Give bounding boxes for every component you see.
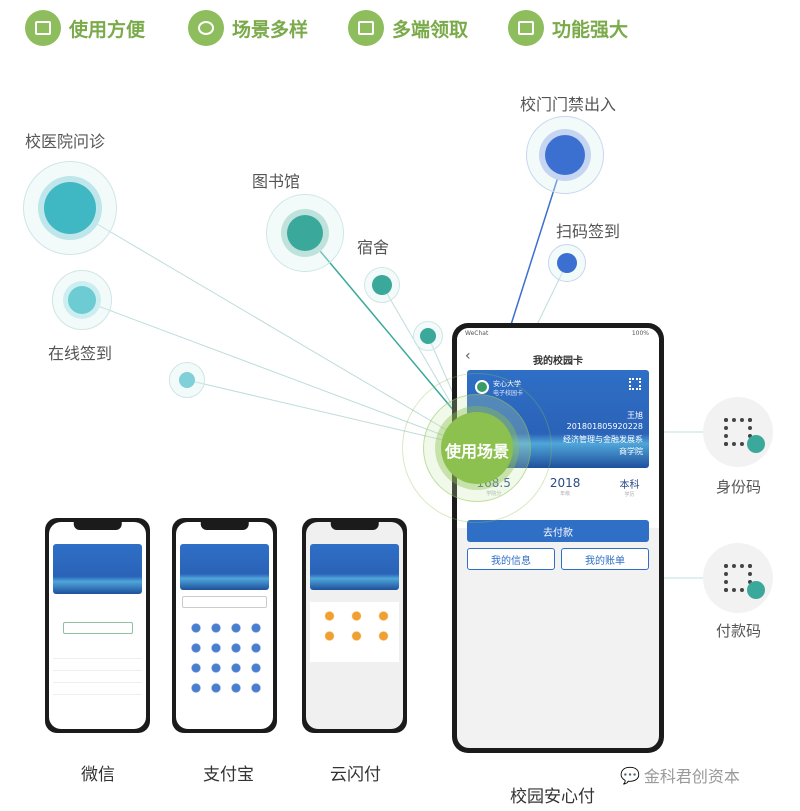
alipay-phone	[172, 518, 277, 733]
alipay-label: 支付宝	[203, 765, 254, 785]
feature-label: 多端领取	[392, 18, 469, 41]
checkin-dot	[68, 286, 96, 314]
hub-circle	[441, 412, 513, 484]
my-info-button[interactable]: 我的信息	[467, 548, 555, 570]
clinic-label: 校医院问诊	[25, 132, 106, 151]
library-label: 图书馆	[252, 172, 301, 191]
feature-convenient: 使用方便	[25, 10, 145, 46]
checkin-label: 在线签到	[48, 344, 113, 363]
unionpay-phone	[302, 518, 407, 733]
pay-button[interactable]: 去付款	[467, 520, 649, 542]
college: 商学院	[619, 447, 643, 456]
yuan-icon	[508, 10, 544, 46]
clinic-dot	[44, 182, 96, 234]
qr-icon[interactable]	[629, 378, 641, 390]
department: 经济管理与金融发展系	[563, 435, 643, 444]
stat-value: 2018	[549, 476, 581, 490]
watermark-text: 金科君创资本	[643, 767, 740, 786]
feature-scenes: 场景多样	[188, 10, 308, 46]
feature-powerful: 功能强大	[508, 10, 628, 46]
watermark: 💬金科君创资本	[620, 763, 740, 787]
identity-code-icon[interactable]	[703, 397, 773, 467]
payment-code-icon[interactable]	[703, 543, 773, 613]
battery: 100%	[631, 330, 649, 337]
dorm-dot	[372, 275, 392, 295]
my-bill-button[interactable]: 我的账单	[561, 548, 649, 570]
stat-value: 本科	[619, 480, 640, 491]
hub-label: 使用场景	[444, 442, 509, 461]
stat-label: 年级	[560, 491, 571, 497]
wechat-phone	[45, 518, 150, 733]
small-dot	[179, 372, 195, 388]
payment-code-label: 付款码	[716, 622, 762, 640]
wechat-icon: 💬	[620, 765, 640, 785]
wechat-label: 微信	[81, 765, 115, 785]
feature-multi-end: 多端领取	[348, 10, 468, 46]
scan-node	[548, 244, 586, 282]
people-icon	[188, 10, 224, 46]
feature-label: 功能强大	[552, 18, 629, 41]
small-dot-2	[420, 328, 436, 344]
hub-outer-ring	[402, 373, 552, 523]
gate-label: 校门门禁出入	[520, 95, 617, 114]
check-screen-icon	[25, 10, 61, 46]
monitor-icon	[348, 10, 384, 46]
identity-code-label: 身份码	[716, 478, 762, 496]
stat-label: 学历	[624, 492, 635, 498]
holder-name: 王旭	[627, 411, 643, 420]
carrier: WeChat	[465, 330, 489, 337]
feature-label: 使用方便	[69, 18, 146, 41]
small-node	[169, 362, 205, 398]
library-dot	[287, 215, 323, 251]
student-id: 201801805920228	[566, 422, 643, 431]
gate-dot	[545, 135, 585, 175]
scan-label: 扫码签到	[556, 222, 621, 241]
back-icon[interactable]: ‹	[465, 348, 471, 364]
unionpay-label: 云闪付	[330, 765, 381, 785]
big-phone-label: 校园安心付	[510, 787, 595, 807]
feature-label: 场景多样	[232, 18, 309, 41]
dorm-label: 宿舍	[357, 238, 390, 257]
screen-title: 我的校园卡	[533, 356, 583, 367]
scan-dot	[557, 253, 577, 273]
